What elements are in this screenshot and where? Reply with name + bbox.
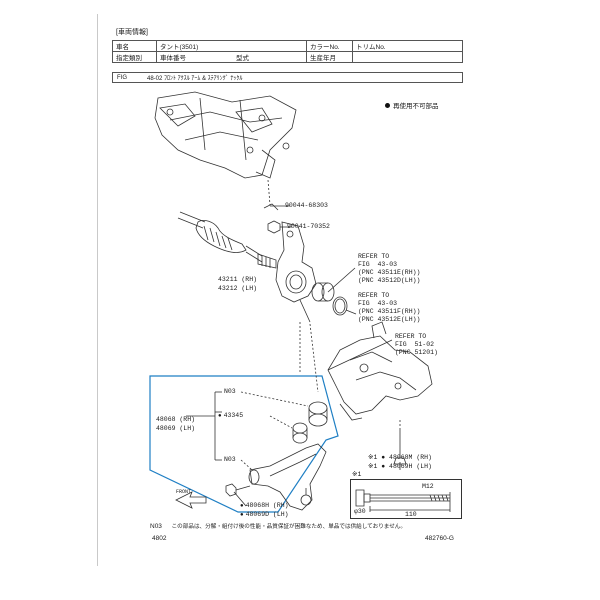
bolt-detail-drawing bbox=[355, 489, 451, 512]
suspension-assembly bbox=[327, 321, 433, 421]
non-reusable-dot-icon bbox=[385, 102, 390, 108]
bolt-90044 bbox=[263, 203, 290, 211]
lower-arm-group-outline bbox=[149, 375, 339, 513]
bolt-spec-table bbox=[350, 479, 462, 519]
legend-text: 再使用不可部品 bbox=[393, 103, 439, 110]
info-row-type: 指定類別 車体番号型式 生産年月 bbox=[112, 51, 463, 63]
part-90041-70352: 90041-70352 bbox=[287, 223, 330, 230]
legend-non-reusable: 再使用不可部品 bbox=[385, 100, 439, 110]
drive-shaft bbox=[177, 211, 277, 269]
fig-label: FIG bbox=[117, 74, 127, 81]
label-body: 車体番号型式 bbox=[156, 51, 307, 63]
footer-note-code: N03 bbox=[150, 523, 162, 530]
part-48069d-lh: 48069D (LH) bbox=[240, 511, 289, 518]
steering-knuckle bbox=[275, 221, 317, 323]
part-48068-rh: 48068 (RH) bbox=[156, 416, 196, 423]
footer-note: N03 この部品は、分解・組付け後の性能・品質保証が困難なため、単品では供給して… bbox=[150, 522, 406, 530]
document-sheet bbox=[97, 14, 467, 566]
part-48068h-rh: 48068H (RH) bbox=[240, 502, 289, 509]
part-43212-lh: 43212 (LH) bbox=[218, 285, 258, 292]
bolt-thread-size: M12 bbox=[422, 483, 434, 490]
refer-fig-43-03-a: REFER TO FIG 43-03 (PNC 43511E(RH)) (PNC… bbox=[358, 253, 421, 284]
note-n03-lower: N03 bbox=[224, 456, 236, 463]
front-bolt-48068h bbox=[225, 483, 251, 497]
date-value bbox=[352, 51, 463, 63]
note-n03-upper: N03 bbox=[224, 388, 236, 395]
page-number: 4802 bbox=[152, 535, 167, 542]
front-label: FRONT bbox=[176, 489, 192, 495]
bushing-43345 bbox=[308, 401, 328, 427]
part-48068m-rh: ※1 ● 48068M (RH) bbox=[368, 454, 432, 461]
illustration-number: 482760-G bbox=[425, 535, 454, 542]
info-row-name: 車名 タント(3501) カラーNo. トリムNo. bbox=[112, 40, 463, 52]
refer-fig-43-03-b: REFER TO FIG 43-03 (PNC 43511F(RH)) (PNC… bbox=[358, 292, 421, 323]
footer-note-text: この部品は、分解・組付け後の性能・品質保証が困難なため、単品では供給しておりませ… bbox=[171, 524, 406, 530]
lower-control-arm bbox=[248, 443, 327, 511]
vehicle-info-title: [車両情報] bbox=[116, 29, 148, 36]
bolt-flange-diameter: φ30 bbox=[354, 508, 366, 515]
part-90044-68303: 90044-68303 bbox=[285, 202, 328, 209]
part-43211-rh: 43211 (RH) bbox=[218, 276, 258, 283]
fig-value: 48-02 ﾌﾛﾝﾄ ｱｸｽﾙ ｱｰﾑ & ｽﾃｱﾘﾝｸﾞ ﾅｯｸﾙ bbox=[147, 76, 243, 82]
vehicle-info-table: 車名 タント(3501) カラーNo. トリムNo. 指定類別 車体番号型式 生… bbox=[112, 40, 463, 63]
bolt-mark: ※1 bbox=[352, 471, 362, 478]
part-48069h-lh: ※1 ● 48069H (LH) bbox=[368, 463, 432, 470]
bushing-lower bbox=[292, 422, 308, 444]
rear-bolt-48068m bbox=[393, 420, 407, 465]
snap-ring bbox=[332, 296, 348, 316]
front-arrow-icon bbox=[175, 491, 207, 509]
fig-row: FIG 48-02 ﾌﾛﾝﾄ ｱｸｽﾙ ｱｰﾑ & ｽﾃｱﾘﾝｸﾞ ﾅｯｸﾙ bbox=[112, 72, 463, 83]
part-48069-lh: 48069 (LH) bbox=[156, 425, 196, 432]
hub-bearing bbox=[311, 282, 335, 302]
refer-fig-51-02: REFER TO FIG 51-02 (PNC 51201) bbox=[395, 333, 438, 356]
part-43345: 43345 bbox=[218, 412, 244, 419]
bolt-length: 110 bbox=[405, 511, 417, 518]
subframe-drawing bbox=[154, 91, 297, 179]
